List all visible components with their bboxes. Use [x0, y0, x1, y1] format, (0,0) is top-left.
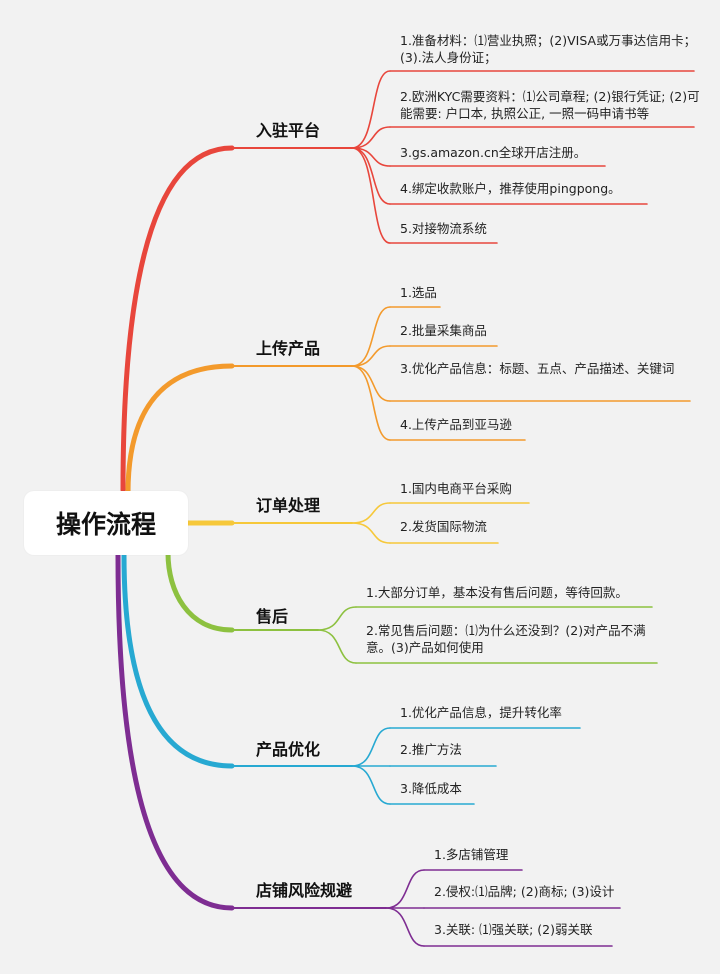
leaf-connector — [385, 907, 425, 947]
branch-label: 售后 — [256, 607, 289, 626]
branch-label: 产品优化 — [256, 740, 321, 759]
branch-label: 店铺风险规避 — [256, 881, 353, 900]
leaf-item: 2.欧洲KYC需要资料：⑴公司章程; (2)银行凭证; (2)可能需要: 户口本… — [400, 89, 700, 121]
leaf-item: 2.发货国际物流 — [400, 519, 487, 534]
branch-label: 上传产品 — [256, 339, 321, 358]
leaf-item: 1.优化产品信息，提升转化率 — [400, 705, 562, 720]
leaf-item: 3.降低成本 — [400, 781, 462, 796]
root-node: 操作流程 — [24, 491, 188, 555]
leaf-connector — [351, 345, 391, 367]
leaf-connector — [351, 306, 391, 367]
leaf-item: 2.常见售后问题：⑴为什么还没到？(2)对产品不满意。(3)产品如何使用 — [366, 623, 646, 655]
branch-label: 入驻平台 — [256, 121, 321, 140]
branch-connector — [115, 552, 235, 911]
leaf-connector — [351, 522, 391, 544]
leaf-item: 2.批量采集商品 — [400, 323, 487, 338]
leaf-item: 5.对接物流系统 — [400, 221, 487, 236]
leaf-connector — [351, 502, 391, 524]
leaf-connector — [351, 147, 391, 244]
branch-connector — [120, 145, 235, 493]
leaf-item: 4.绑定收款账户，推荐使用pingpong。 — [400, 181, 621, 196]
leaf-connector — [317, 629, 357, 664]
leaf-item: 1.大部分订单，基本没有售后问题，等待回款。 — [366, 585, 628, 600]
branch-connector — [121, 552, 235, 769]
leaf-item: 1.国内电商平台采购 — [400, 481, 512, 496]
leaf-item: 3.gs.amazon.cn全球开店注册。 — [400, 145, 587, 160]
branch-connector — [165, 550, 235, 633]
leaf-item: 1.多店铺管理 — [434, 847, 509, 862]
leaf-item: 1.选品 — [400, 285, 437, 300]
branch-label: 订单处理 — [256, 496, 321, 515]
leaf-connector — [351, 126, 391, 149]
leaf-item: 3.优化产品信息：标题、五点、产品描述、关键词 — [400, 361, 675, 376]
leaf-connector — [351, 727, 391, 767]
leaf-item: 4.上传产品到亚马逊 — [400, 417, 512, 432]
leaf-connector — [351, 147, 391, 205]
leaf-connector — [317, 606, 357, 631]
leaf-item: 3.关联: ⑴强关联; (2)弱关联 — [434, 922, 593, 937]
leaf-connector — [351, 70, 391, 149]
leaf-item: 2.推广方法 — [400, 742, 462, 757]
branch-connector — [125, 363, 235, 496]
leaf-item: 1.准备材料：⑴营业执照；(2)VISA或万事达信用卡；(3).法人身份证； — [400, 33, 697, 65]
root-label: 操作流程 — [55, 510, 156, 539]
leaf-item: 2.侵权:⑴品牌; (2)商标; (3)设计 — [434, 884, 615, 899]
leaf-connector — [351, 365, 391, 441]
leaf-connector — [351, 765, 391, 805]
leaf-connector — [385, 869, 425, 909]
